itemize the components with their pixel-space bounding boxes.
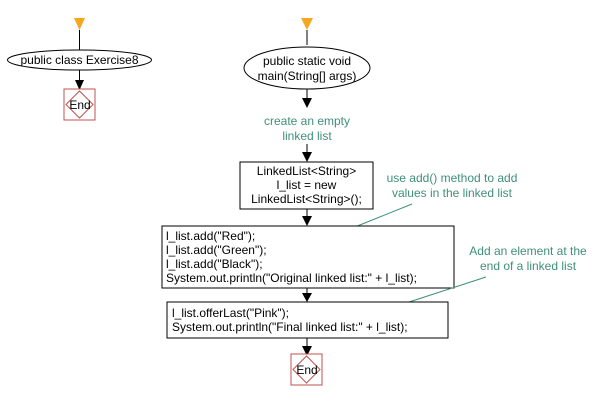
start-marker-left <box>74 18 85 30</box>
note-create-line2: linked list <box>282 129 332 143</box>
add-values-line1: l_list.add("Red"); <box>166 229 255 243</box>
connector-arrowhead <box>302 346 312 356</box>
offer-last-box <box>166 301 449 339</box>
note-add-line2: values in the linked list <box>392 186 513 200</box>
note-create-line1: create an empty <box>264 114 350 128</box>
main-method-label-line2: main(String[] args) <box>258 69 357 83</box>
add-values-line3: l_list.add("Black"); <box>166 257 263 271</box>
declare-list-line1: LinkedList<String> <box>257 164 356 178</box>
end-node-main-box <box>290 353 323 386</box>
offer-last-line1: l_list.offerLast("Pink"); <box>172 306 289 320</box>
class-node-label: public class Exercise8 <box>20 53 138 67</box>
start-marker-main <box>301 18 313 30</box>
main-method-label-line1: public static void <box>263 54 351 68</box>
end-node-main-label: End <box>296 363 317 377</box>
end-node-left-label: End <box>69 98 90 112</box>
connector-arrowhead <box>302 152 312 162</box>
declare-list-line2: l_list = new <box>277 178 337 192</box>
add-values-box <box>161 225 455 289</box>
connector-arrowhead <box>302 98 312 108</box>
add-values-line4: System.out.println("Original linked list… <box>166 271 417 285</box>
note-offer-line1: Add an element at the <box>469 244 587 258</box>
connector-arrowhead <box>302 216 312 226</box>
end-node-left-diamond <box>65 90 94 119</box>
end-node-main-diamond <box>292 355 321 384</box>
connector-arrowhead <box>302 293 312 302</box>
note-offer-leader <box>405 276 487 304</box>
connector-arrowhead <box>75 80 84 90</box>
add-values-line2: l_list.add("Green"); <box>166 243 267 257</box>
end-node-left-box <box>63 88 96 121</box>
note-add-line1: use add() method to add <box>387 171 518 185</box>
note-offer-line2: end of a linked list <box>480 259 577 273</box>
offer-last-line2: System.out.println("Final linked list:" … <box>172 320 408 334</box>
declare-list-line3: LinkedList<String>(); <box>251 192 362 206</box>
